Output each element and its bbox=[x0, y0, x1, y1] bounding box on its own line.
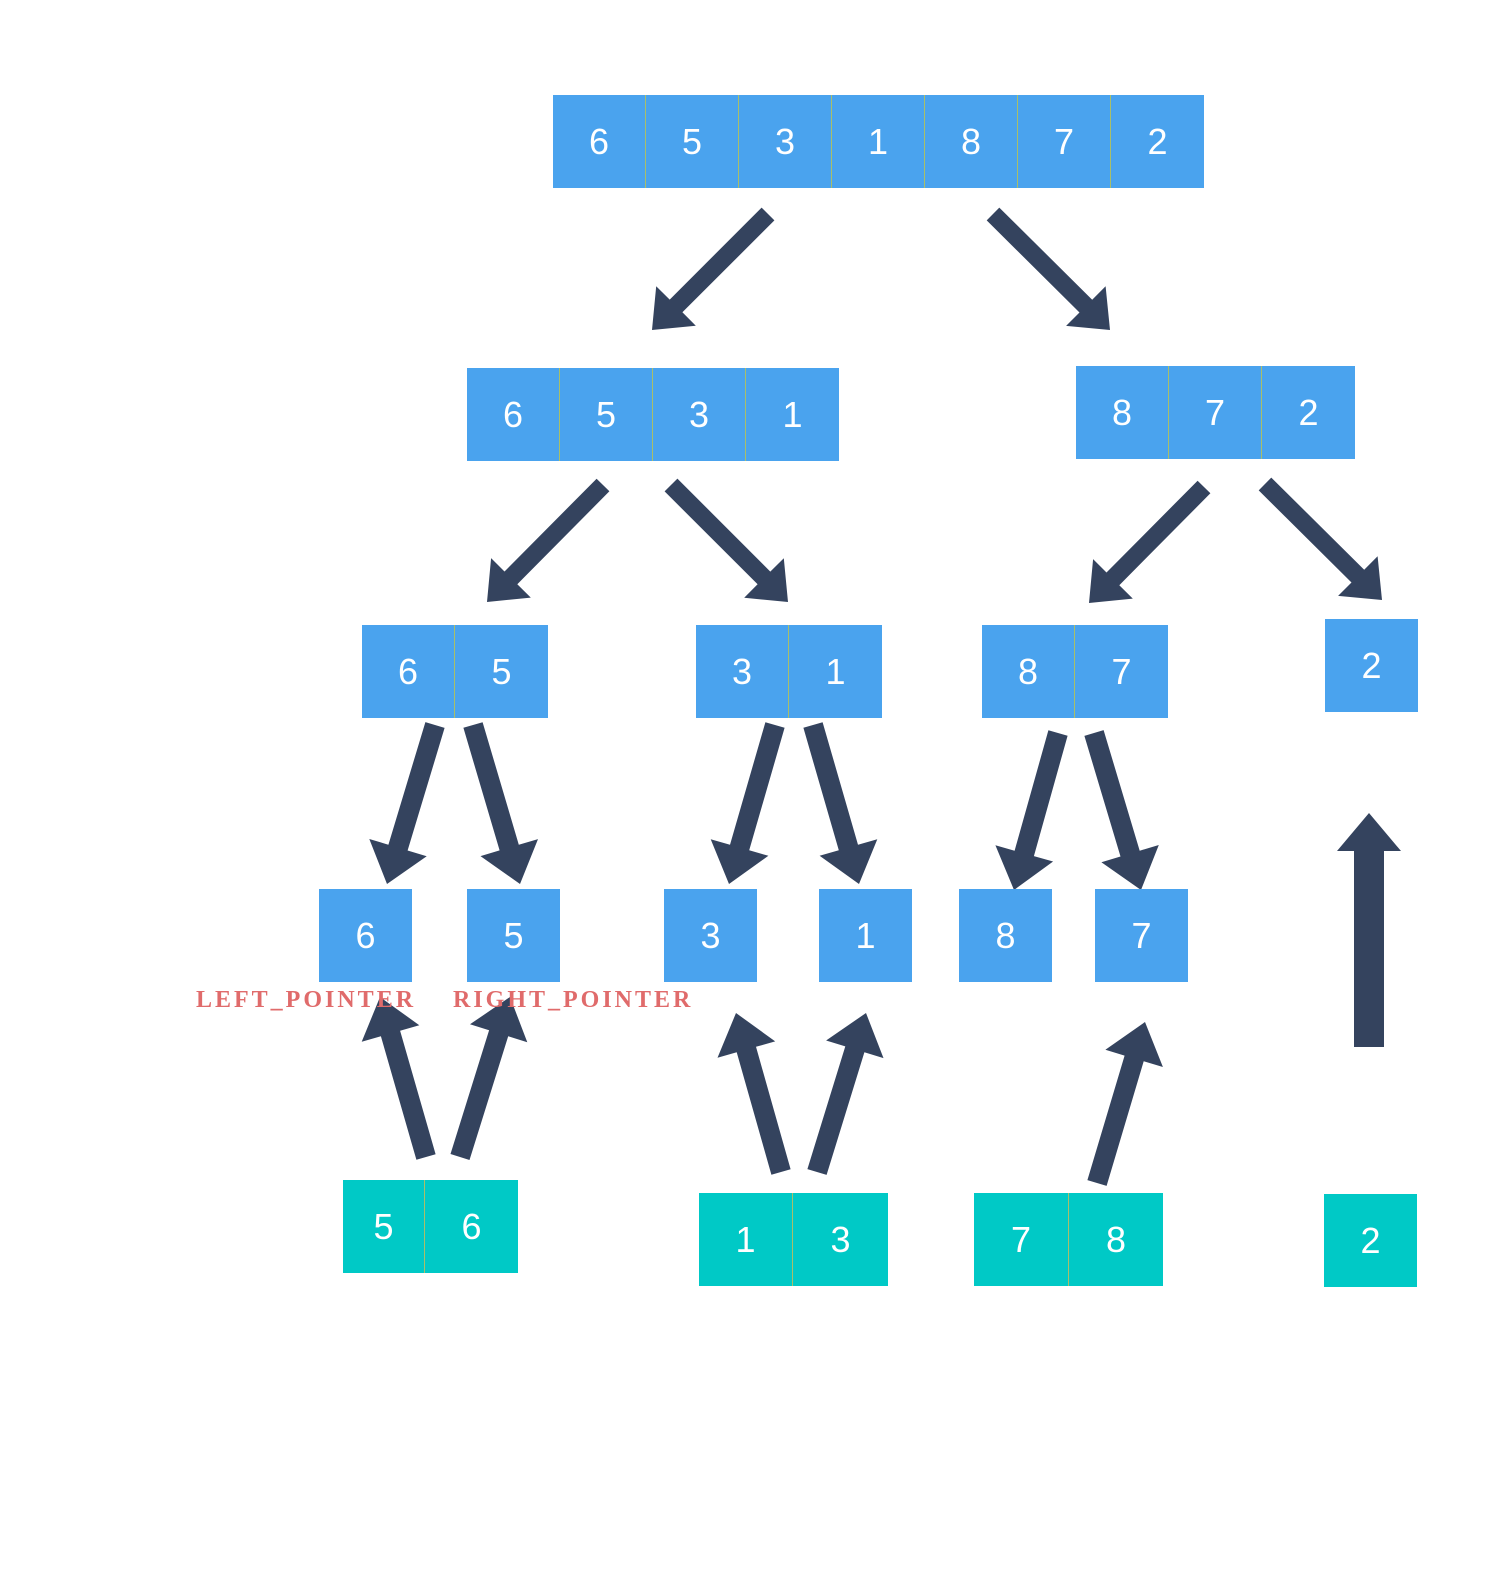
array-level1-right: 8 7 2 bbox=[1076, 366, 1355, 459]
arrow-merge-a-right bbox=[450, 997, 528, 1160]
array-level0: 6 5 3 1 8 7 2 bbox=[553, 95, 1204, 188]
merged-cell: 5 bbox=[343, 1180, 425, 1273]
array-cell: 5 bbox=[646, 95, 739, 188]
left-pointer-label: LEFT_POINTER bbox=[196, 987, 417, 1013]
array-cell: 7 bbox=[1095, 889, 1188, 982]
array-cell: 7 bbox=[1169, 366, 1262, 459]
arrow-split-1a-left bbox=[487, 478, 610, 602]
array-level2-d: 2 bbox=[1325, 619, 1418, 712]
right-pointer-label: RIGHT_POINTER bbox=[453, 987, 694, 1013]
merged-cell: 8 bbox=[1069, 1193, 1163, 1286]
arrow-merge-b-left bbox=[717, 1013, 791, 1175]
arrow-split-2b-left bbox=[710, 722, 785, 884]
arrow-split-1b-right bbox=[1258, 477, 1382, 600]
array-cell: 6 bbox=[362, 625, 455, 718]
array-level3-a: 6 bbox=[319, 889, 412, 982]
array-cell: 3 bbox=[653, 368, 746, 461]
array-cell: 3 bbox=[664, 889, 757, 982]
array-cell: 5 bbox=[467, 889, 560, 982]
array-cell: 1 bbox=[746, 368, 839, 461]
array-cell: 6 bbox=[319, 889, 412, 982]
merged-array-a: 5 6 bbox=[343, 1180, 518, 1273]
array-level3-f: 7 bbox=[1095, 889, 1188, 982]
array-cell: 1 bbox=[832, 95, 925, 188]
array-cell: 6 bbox=[467, 368, 560, 461]
merged-cell: 2 bbox=[1324, 1194, 1417, 1287]
array-cell: 5 bbox=[455, 625, 548, 718]
array-level3-b: 5 bbox=[467, 889, 560, 982]
array-cell: 3 bbox=[739, 95, 832, 188]
array-level1-left: 6 5 3 1 bbox=[467, 368, 839, 461]
merged-array-d: 2 bbox=[1324, 1194, 1417, 1287]
array-level2-a: 6 5 bbox=[362, 625, 548, 718]
array-cell: 5 bbox=[560, 368, 653, 461]
arrow-split-1a-right bbox=[664, 478, 788, 602]
array-level3-e: 8 bbox=[959, 889, 1052, 982]
array-level2-c: 8 7 bbox=[982, 625, 1168, 718]
arrow-split-1b-left bbox=[1089, 480, 1211, 603]
array-cell: 2 bbox=[1111, 95, 1204, 188]
arrow-split-2c-right bbox=[1084, 730, 1159, 890]
array-cell: 1 bbox=[789, 625, 882, 718]
array-cell: 3 bbox=[696, 625, 789, 718]
array-cell: 7 bbox=[1075, 625, 1168, 718]
arrow-split-2a-left bbox=[369, 722, 445, 884]
array-cell: 8 bbox=[925, 95, 1018, 188]
merged-cell: 3 bbox=[793, 1193, 888, 1286]
array-level3-d: 1 bbox=[819, 889, 912, 982]
arrow-split-0-right bbox=[986, 207, 1110, 330]
arrow-merge-b-right bbox=[807, 1013, 884, 1175]
merged-array-b: 1 3 bbox=[699, 1193, 888, 1286]
arrow-merge-c bbox=[1087, 1022, 1163, 1186]
array-cell: 2 bbox=[1325, 619, 1418, 712]
array-cell: 6 bbox=[553, 95, 646, 188]
arrow-split-2c-left bbox=[995, 730, 1068, 890]
arrow-merge-a-left bbox=[361, 997, 436, 1160]
array-cell: 7 bbox=[1018, 95, 1111, 188]
array-cell: 8 bbox=[982, 625, 1075, 718]
arrow-merge-d bbox=[1337, 813, 1401, 1047]
array-level2-b: 3 1 bbox=[696, 625, 882, 718]
arrow-split-0-left bbox=[652, 207, 775, 330]
merged-array-c: 7 8 bbox=[974, 1193, 1163, 1286]
arrow-split-2a-right bbox=[463, 722, 538, 884]
array-cell: 2 bbox=[1262, 366, 1355, 459]
array-cell: 1 bbox=[819, 889, 912, 982]
merged-cell: 6 bbox=[425, 1180, 518, 1273]
arrow-split-2b-right bbox=[803, 722, 878, 884]
merged-cell: 1 bbox=[699, 1193, 793, 1286]
array-level3-c: 3 bbox=[664, 889, 757, 982]
array-cell: 8 bbox=[959, 889, 1052, 982]
array-cell: 8 bbox=[1076, 366, 1169, 459]
merged-cell: 7 bbox=[974, 1193, 1069, 1286]
